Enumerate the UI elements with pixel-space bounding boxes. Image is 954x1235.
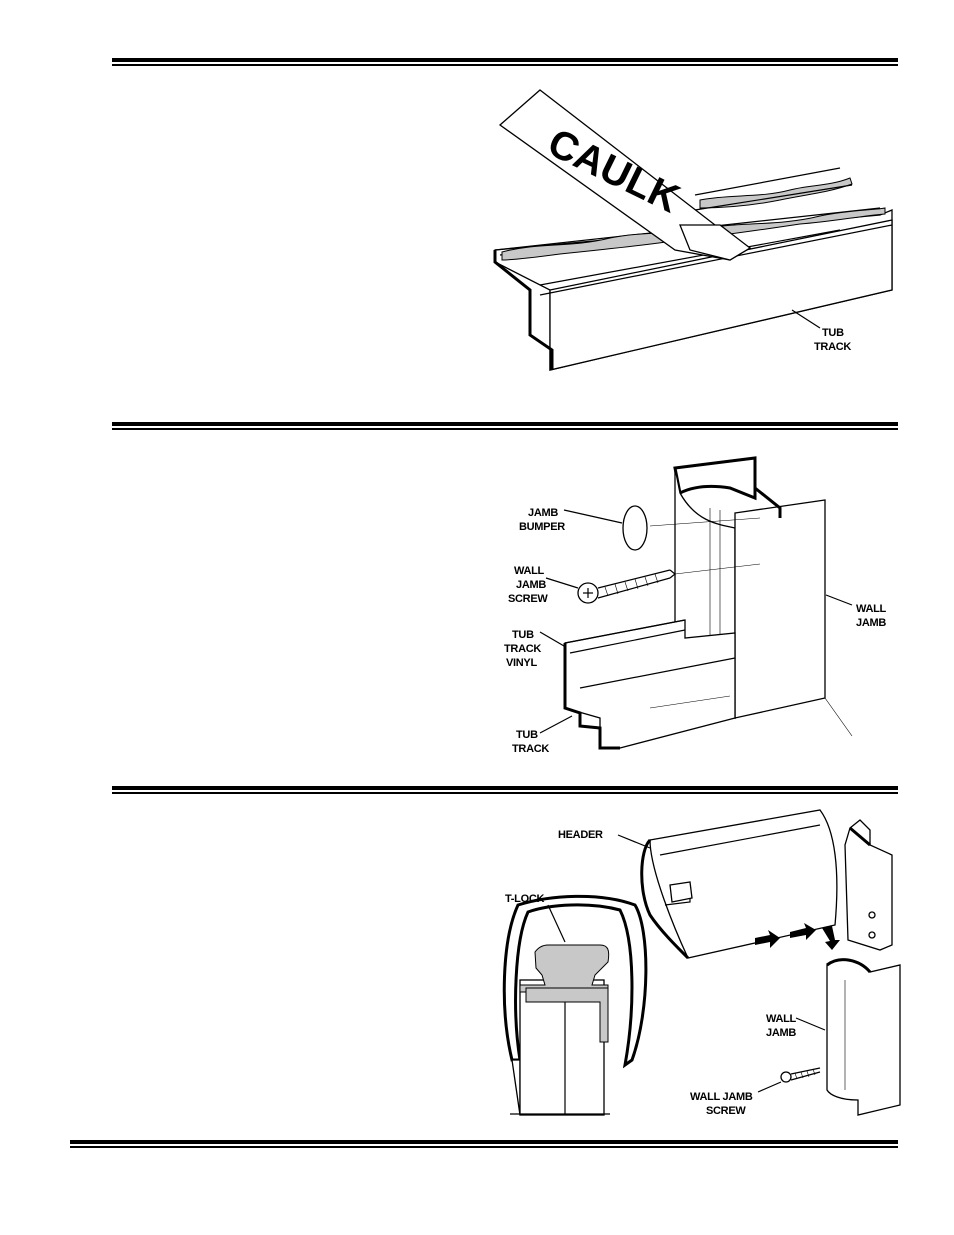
wall-jamb-label-a: WALL (766, 1013, 797, 1025)
figure-header-t-lock: T-LOCK HEADER WALL JAMB SCREW WALL JAMB (490, 810, 910, 1120)
wall-jamb-screw-label-a: WALL JAMB (690, 1091, 753, 1103)
tub-track-vinyl-label-1: TUB (512, 629, 534, 641)
tub-track-vinyl-label-3: VINYL (506, 657, 537, 669)
wall-jamb-screw-label-2: JAMB (516, 579, 546, 591)
section-rule-1 (112, 58, 898, 68)
wall-jamb-label-1: WALL (856, 603, 887, 615)
wall-jamb-screw-label-1: WALL (514, 565, 545, 577)
tub-track-vinyl-label-2: TRACK (504, 643, 541, 655)
jamb-bumper-label-1: JAMB (528, 507, 558, 519)
wall-jamb-label-b: JAMB (766, 1027, 796, 1039)
wall-jamb-label-2: JAMB (856, 617, 886, 629)
header-label: HEADER (558, 829, 603, 841)
t-lock-label: T-LOCK (505, 893, 544, 905)
wall-jamb-screw-label-b: SCREW (706, 1105, 746, 1117)
jamb-bumper-label-2: BUMPER (519, 521, 565, 533)
wall-jamb-screw-label-3: SCREW (508, 593, 548, 605)
tub-track-label-1: TUB (822, 327, 844, 339)
section-rule-bottom (70, 1140, 898, 1150)
tub-track-label-a: TUB (516, 729, 538, 741)
tub-track-label-2: TRACK (814, 341, 851, 353)
figure-wall-jamb-installation: JAMB BUMPER WALL JAMB SCREW TUB TRACK VI… (500, 448, 900, 768)
section-rule-3 (112, 786, 898, 796)
figure-caulk-tub-track: CAULK TUB TRACK (480, 90, 900, 380)
tub-track-label-b: TRACK (512, 743, 549, 755)
section-rule-2 (112, 422, 898, 432)
